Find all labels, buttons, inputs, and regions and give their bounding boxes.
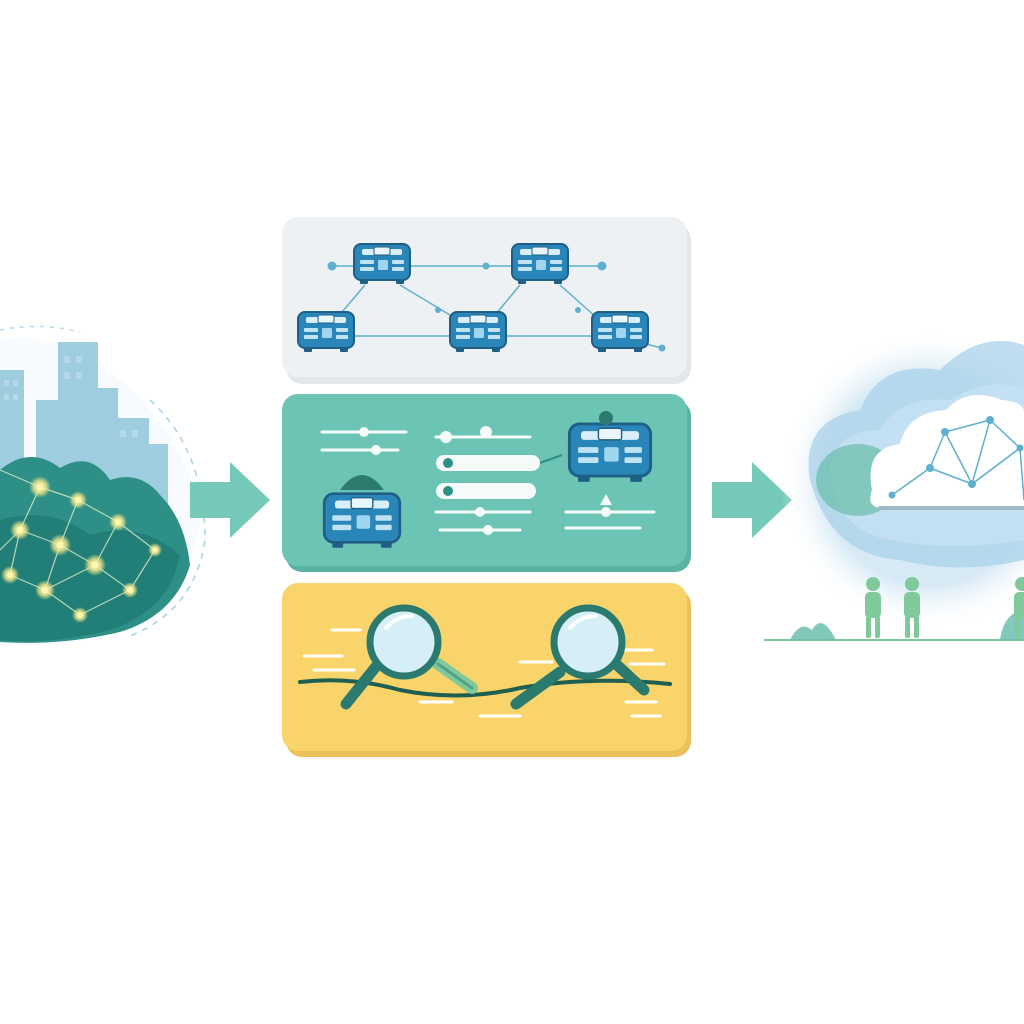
- city-network-icon: [0, 325, 206, 646]
- flow-arrow-icon: [712, 462, 792, 538]
- flow-arrow-icon: [190, 462, 270, 538]
- cloud-people-icon: [764, 330, 1024, 641]
- magnifier-icon: [282, 583, 691, 757]
- device-network-icon: [282, 217, 691, 384]
- device-config-icon: [282, 394, 691, 572]
